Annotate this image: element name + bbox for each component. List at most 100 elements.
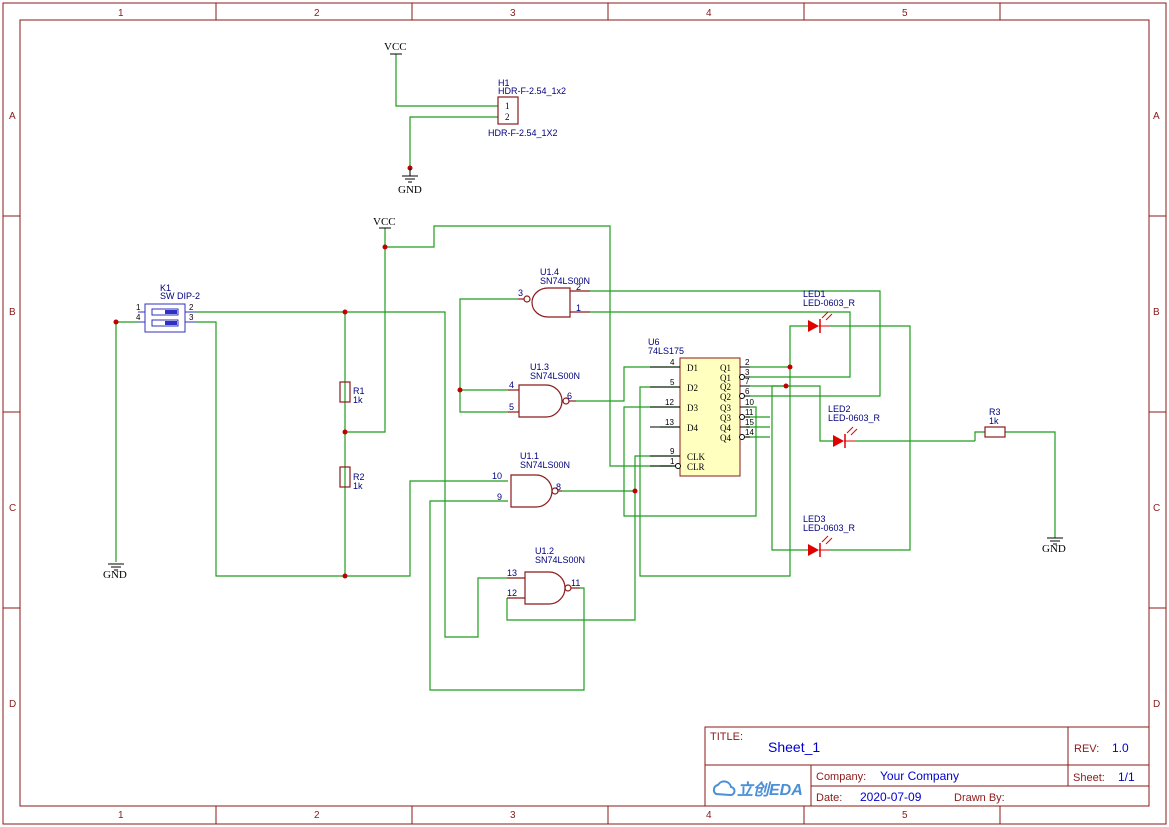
- zone-col-4-top: 4: [706, 8, 712, 19]
- u6-pin-clk: CLK: [687, 452, 706, 462]
- date-value: 2020-07-09: [860, 790, 922, 804]
- led3: LED3 LED-0603_R: [803, 514, 856, 557]
- cloud-icon: [712, 780, 736, 796]
- h1-header: H1 HDR-F-2.54_1x2 1 2 HDR-F-2.54_1X2: [488, 78, 566, 138]
- u6-pinnum-q1: 2: [745, 358, 750, 367]
- u6-pinnum-q2-bar: 6: [745, 387, 750, 396]
- u1-4-pin-out: 2: [576, 282, 581, 292]
- u6-pin-d3: D3: [687, 403, 698, 413]
- led1: LED1 LED-0603_R: [803, 289, 856, 333]
- u1-4-pin-a: 3: [518, 288, 523, 298]
- h1-designator: H1: [498, 78, 510, 88]
- logo-text: 立创EDA: [737, 781, 803, 799]
- u1-1-pin-a: 10: [492, 471, 502, 481]
- u1-1-nand-gate: U1.1 SN74LS00N 10 9 8: [492, 451, 570, 508]
- u1-4-pin-b: 1: [576, 303, 581, 313]
- u1-2-pin-a: 13: [507, 568, 517, 578]
- h1-pin-2: 2: [505, 112, 510, 122]
- u6-pinnum-clr: 1: [670, 457, 675, 466]
- u6-pin-d4: D4: [687, 423, 698, 433]
- u1-3-designator: U1.3: [530, 362, 549, 372]
- u6-pinnum-d3: 12: [665, 398, 674, 407]
- k1-pin-2: 2: [189, 303, 194, 312]
- vcc-top-symbol: VCC: [384, 41, 407, 55]
- u1-2-nand-gate: U1.2 SN74LS00N 13 12 11: [507, 546, 585, 605]
- r3-designator: R3: [989, 407, 1001, 417]
- u6-pin-q2-bar: Q2: [720, 392, 731, 402]
- u6-pin-q2: Q2: [720, 382, 731, 392]
- lceda-logo: 立创EDA: [712, 780, 803, 799]
- led3-designator: LED3: [803, 514, 826, 524]
- zone-row-c-left: C: [9, 503, 16, 514]
- zone-row-d-right: D: [1153, 699, 1160, 710]
- u6-74ls175: U6 74LS175 D1 D2 D3 D4 CLK CLR 4 5 12 13…: [648, 337, 754, 477]
- r1-value: 1k: [353, 395, 363, 405]
- u6-pin-q4-bar: Q4: [720, 433, 731, 443]
- r3-resistor: R3 1k: [984, 407, 1006, 438]
- k1-pin-3: 3: [189, 313, 194, 322]
- u6-pinnum-q2: 7: [745, 377, 750, 386]
- vcc-mid-symbol: VCC: [373, 216, 396, 229]
- gnd-top-symbol: [402, 168, 418, 183]
- u6-pinnum-clk: 9: [670, 447, 675, 456]
- zone-row-c-right: C: [1153, 503, 1160, 514]
- junctions: [113, 165, 793, 579]
- led2-designator: LED2: [828, 404, 851, 414]
- title-value: Sheet_1: [768, 739, 820, 755]
- title-label: TITLE:: [710, 731, 743, 743]
- company-value: Your Company: [880, 769, 959, 783]
- u6-designator: U6: [648, 337, 660, 347]
- u6-value: 74LS175: [648, 346, 684, 356]
- u1-1-pin-b: 9: [497, 492, 502, 502]
- h1-pin-1: 1: [505, 101, 510, 111]
- gnd-top-label: GND: [398, 184, 422, 196]
- r3-value: 1k: [989, 416, 999, 426]
- u6-pinnum-d2: 5: [670, 378, 675, 387]
- k1-designator: K1: [160, 283, 171, 293]
- r1-designator: R1: [353, 386, 365, 396]
- k1-pin-4: 4: [136, 313, 141, 322]
- u6-pinnum-q3-bar: 11: [745, 408, 754, 417]
- u1-4-value: SN74LS00N: [540, 276, 590, 286]
- gnd-right-symbol: [1047, 537, 1063, 545]
- u6-pin-q3: Q3: [720, 403, 731, 413]
- date-label: Date:: [816, 792, 842, 804]
- gnd-left-symbol: [108, 563, 124, 571]
- u6-pinnum-q1-bar: 3: [745, 368, 750, 377]
- zone-col-1-bottom: 1: [118, 810, 124, 821]
- u1-1-value: SN74LS00N: [520, 460, 570, 470]
- r2-resistor: R2 1k: [339, 466, 365, 491]
- led1-designator: LED1: [803, 289, 826, 299]
- led3-value: LED-0603_R: [803, 523, 856, 533]
- zone-row-a-right: A: [1153, 111, 1160, 122]
- u6-pinnum-q4: 15: [745, 418, 754, 427]
- u6-pin-d2: D2: [687, 383, 698, 393]
- vcc-top-label: VCC: [384, 41, 407, 53]
- rev-label: REV:: [1074, 743, 1099, 755]
- drawn-by-label: Drawn By:: [954, 792, 1005, 804]
- led2: LED2 LED-0603_R: [828, 404, 881, 448]
- u1-2-designator: U1.2: [535, 546, 554, 556]
- u1-3-nand-gate: U1.3 SN74LS00N 4 5 6: [508, 362, 580, 418]
- r1-resistor: R1 1k: [339, 381, 365, 405]
- u6-pinnum-d4: 13: [665, 418, 674, 427]
- zone-col-1-top: 1: [118, 8, 124, 19]
- k1-value: SW DIP-2: [160, 291, 200, 301]
- u6-pin-clr: CLR: [687, 462, 705, 472]
- r2-value: 1k: [353, 481, 363, 491]
- company-label: Company:: [816, 771, 866, 783]
- led1-value: LED-0603_R: [803, 298, 856, 308]
- sheet-value: 1/1: [1118, 770, 1135, 784]
- u1-3-pin-b: 5: [509, 402, 514, 412]
- vcc-mid-label: VCC: [373, 216, 396, 228]
- zone-row-b-right: B: [1153, 307, 1160, 318]
- u1-2-pin-out: 11: [571, 578, 580, 588]
- zone-col-2-top: 2: [314, 8, 320, 19]
- wires: [115, 54, 1056, 691]
- sheet-label: Sheet:: [1073, 772, 1105, 784]
- u6-pin-q4: Q4: [720, 423, 731, 433]
- k1-pin-1: 1: [136, 303, 141, 312]
- u1-3-pin-a: 4: [509, 380, 514, 390]
